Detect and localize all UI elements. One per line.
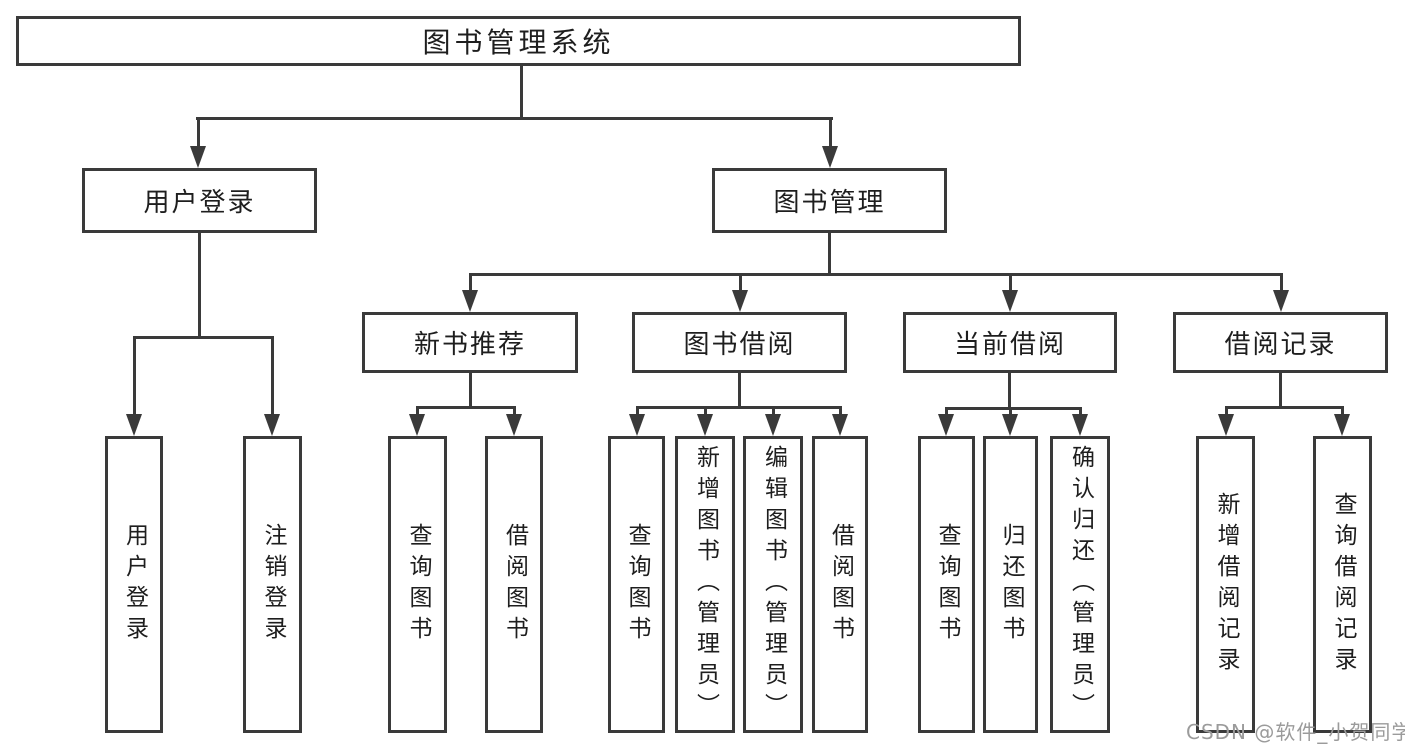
connector-borrow-records-branch — [1225, 406, 1344, 409]
connector-book-borrow-branch — [636, 406, 842, 409]
node-current-borrow: 当前借阅 — [903, 312, 1117, 373]
node-borrow-records-label: 借阅记录 — [1224, 330, 1337, 360]
connector-root-branch — [196, 117, 833, 120]
node-new-book-rec: 新书推荐 — [362, 312, 578, 373]
leaf-query-books-1-label: 查询图书 — [405, 522, 431, 647]
leaf-borrow-books-1-label: 借阅图书 — [501, 522, 528, 647]
connector-book-mgmt-branch — [469, 273, 1283, 276]
csdn-watermark: CSDN @软件_小贺同学 — [1186, 720, 1405, 744]
leaf-add-borrow-record-label: 新增借阅记录 — [1213, 491, 1239, 678]
leaf-edit-book-label: 编辑图书（管理员） — [760, 445, 787, 724]
leaf-confirm-return-label: 确认归还（管理员） — [1067, 445, 1094, 724]
leaf-query-books-3: 查询图书 — [918, 436, 975, 733]
leaf-logout-label: 注销登录 — [260, 522, 286, 647]
leaf-borrow-books-2: 借阅图书 — [812, 436, 868, 733]
connector-user-login-stem — [198, 233, 201, 336]
leaf-query-books-2: 查询图书 — [608, 436, 665, 733]
arrow-to-leaf-borrow-books-1-icon — [506, 406, 522, 436]
arrow-to-new-book-rec-icon — [462, 273, 478, 312]
leaf-borrow-books-1: 借阅图书 — [485, 436, 543, 733]
connector-book-mgmt-stem — [828, 233, 831, 273]
arrow-to-leaf-query-record-icon — [1334, 406, 1350, 436]
leaf-borrow-books-2-label: 借阅图书 — [827, 522, 854, 647]
leaf-query-borrow-record-label: 查询借阅记录 — [1330, 491, 1356, 678]
node-borrow-records: 借阅记录 — [1173, 312, 1388, 373]
arrow-to-leaf-return-book-icon — [1002, 407, 1018, 436]
arrow-to-book-mgmt-icon — [822, 117, 838, 168]
node-user-login: 用户登录 — [82, 168, 317, 233]
node-book-mgmt-label: 图书管理 — [773, 188, 886, 218]
leaf-query-books-3-label: 查询图书 — [934, 522, 960, 647]
connector-new-book-rec-stem — [469, 373, 472, 406]
arrow-to-leaf-edit-book-icon — [765, 406, 781, 436]
arrow-to-leaf-confirm-return-icon — [1072, 407, 1088, 436]
node-book-borrow-label: 图书借阅 — [683, 330, 796, 360]
node-book-borrow: 图书借阅 — [632, 312, 847, 373]
node-current-borrow-label: 当前借阅 — [953, 330, 1066, 360]
arrow-to-leaf-query-books-2-icon — [629, 406, 645, 436]
arrow-to-current-borrow-icon — [1002, 273, 1018, 312]
leaf-edit-book: 编辑图书（管理员） — [743, 436, 803, 733]
connector-book-borrow-stem — [738, 373, 741, 406]
arrow-to-user-login-icon — [190, 117, 206, 168]
connector-current-borrow-stem — [1008, 373, 1011, 407]
leaf-query-books-1: 查询图书 — [388, 436, 447, 733]
connector-root-stem — [520, 66, 523, 117]
leaf-add-book-label: 新增图书（管理员） — [692, 445, 719, 724]
node-library-system: 图书管理系统 — [16, 16, 1021, 66]
leaf-add-book: 新增图书（管理员） — [675, 436, 735, 733]
leaf-query-borrow-record: 查询借阅记录 — [1313, 436, 1372, 733]
node-user-login-label: 用户登录 — [143, 188, 256, 218]
node-new-book-rec-label: 新书推荐 — [413, 330, 526, 360]
arrow-to-leaf-add-record-icon — [1218, 406, 1234, 436]
leaf-logout: 注销登录 — [243, 436, 302, 733]
arrow-to-leaf-query-books-3-icon — [938, 407, 954, 436]
node-library-system-label: 图书管理系统 — [422, 26, 615, 59]
leaf-query-books-2-label: 查询图书 — [624, 522, 650, 647]
connector-borrow-records-stem — [1279, 373, 1282, 406]
leaf-add-borrow-record: 新增借阅记录 — [1196, 436, 1255, 733]
connector-new-book-rec-branch — [416, 406, 516, 409]
leaf-return-book-label: 归还图书 — [998, 522, 1024, 647]
arrow-to-leaf-logout-icon — [264, 336, 280, 436]
arrow-to-leaf-add-book-icon — [697, 406, 713, 436]
leaf-user-login: 用户登录 — [105, 436, 163, 733]
arrow-to-leaf-query-books-1-icon — [409, 406, 425, 436]
leaf-return-book: 归还图书 — [983, 436, 1038, 733]
arrow-to-leaf-user-login-icon — [126, 336, 142, 436]
connector-user-login-branch — [133, 336, 274, 339]
leaf-user-login-label: 用户登录 — [121, 522, 148, 647]
arrow-to-borrow-records-icon — [1273, 273, 1289, 312]
arrow-to-book-borrow-icon — [732, 273, 748, 312]
leaf-confirm-return: 确认归还（管理员） — [1050, 436, 1110, 733]
node-book-mgmt: 图书管理 — [712, 168, 947, 233]
arrow-to-leaf-borrow-books-2-icon — [832, 406, 848, 436]
